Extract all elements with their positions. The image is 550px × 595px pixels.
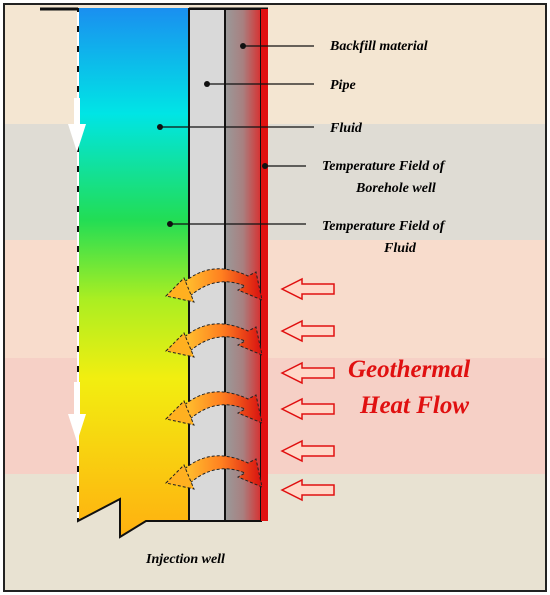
down-arrow-icon	[68, 98, 86, 152]
down-arrow-icon	[68, 382, 86, 442]
curved-arrow-icon	[164, 268, 263, 303]
curved-heat-arrows	[164, 268, 263, 490]
borehole-wall-strip	[261, 9, 268, 521]
label-temp-fluid-1: Temperature Field of	[322, 219, 446, 234]
soil-strata	[4, 4, 546, 591]
label-heat-flow: Heat Flow	[359, 392, 469, 419]
left-arrow-icon	[280, 478, 335, 502]
left-arrow-icon	[280, 439, 335, 463]
label-pipe: Pipe	[330, 78, 356, 93]
curved-arrow-icon	[164, 455, 263, 490]
curved-arrow-icon	[164, 391, 263, 426]
label-temp-borehole-1: Temperature Field of	[322, 159, 446, 174]
leader-lines	[157, 43, 314, 227]
left-arrow-icon	[280, 277, 335, 301]
fluid-column	[78, 8, 189, 537]
label-fluid: Fluid	[329, 121, 363, 136]
label-temp-fluid-2: Fluid	[383, 241, 417, 256]
heat-flow-arrows	[280, 277, 335, 502]
backfill-layer	[224, 8, 262, 522]
label-temp-borehole-2: Borehole well	[355, 181, 436, 196]
outer-border	[3, 3, 547, 592]
pipe-wall	[188, 8, 226, 522]
label-geothermal: Geothermal	[348, 356, 470, 383]
left-arrow-icon	[280, 361, 335, 385]
label-injection-well: Injection well	[145, 552, 225, 567]
left-arrow-icon	[280, 397, 335, 421]
left-arrow-icon	[280, 319, 335, 343]
curved-arrow-icon	[164, 323, 263, 358]
label-backfill-material: Backfill material	[329, 39, 428, 54]
